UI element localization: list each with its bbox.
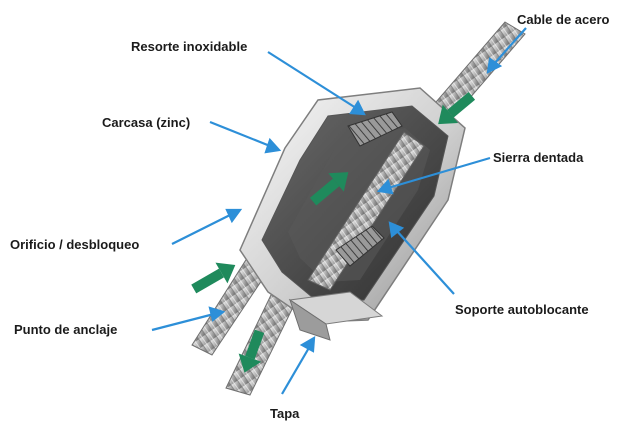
zinc-housing [240,88,465,322]
leader-tapa [282,338,314,394]
leader-carcasa [210,122,279,152]
label-soporte-autoblocante: Soporte autoblocante [455,302,589,317]
label-tapa: Tapa [270,406,299,421]
label-sierra-dentada: Sierra dentada [493,150,583,165]
leader-orificio [172,210,240,244]
label-punto-de-anclaje: Punto de anclaje [14,322,117,337]
label-carcasa-zinc: Carcasa (zinc) [102,115,190,130]
label-orificio-desbloqueo: Orificio / desbloqueo [10,237,139,252]
label-resorte-inoxidable: Resorte inoxidable [131,39,247,54]
label-cable-de-acero: Cable de acero [517,12,610,27]
